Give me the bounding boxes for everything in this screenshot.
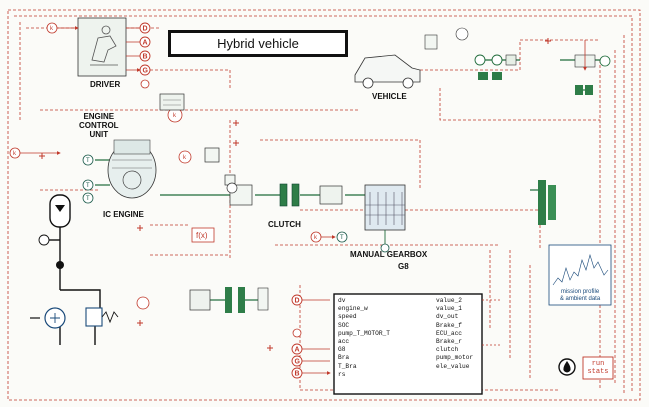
interface-output-port: ECU_acc <box>436 330 473 338</box>
interface-input-port: acc <box>338 338 390 346</box>
interface-input-port: SOC <box>338 322 390 330</box>
interface-output-port: ele_value <box>436 363 473 371</box>
interface-input-port: speed <box>338 313 390 321</box>
interface-output-port: dv_out <box>436 313 473 321</box>
ic-engine-label: IC ENGINE <box>103 210 144 219</box>
diagram-title: Hybrid vehicle <box>168 30 348 57</box>
mission-profile-label: mission profile & ambient data <box>552 289 608 303</box>
svg-text:B: B <box>143 54 148 61</box>
svg-text:D: D <box>295 298 300 305</box>
interface-output-port: value_2 <box>436 297 473 305</box>
vehicle-label: VEHICLE <box>372 92 407 101</box>
svg-text:A: A <box>143 40 148 47</box>
svg-text:T: T <box>340 235 344 241</box>
driver-block[interactable] <box>78 18 126 76</box>
ic-engine-block[interactable] <box>108 140 156 198</box>
interface-signal-tags: D A G B <box>292 295 330 378</box>
svg-text:D: D <box>143 26 148 33</box>
interface-input-port: T_Bra <box>338 363 390 371</box>
svg-text:B: B <box>295 371 300 378</box>
wheel-brake-components <box>475 40 610 225</box>
interface-input-port: Bra <box>338 354 390 362</box>
svg-text:T: T <box>86 158 90 164</box>
interface-output-port: Brake_r <box>436 338 473 346</box>
svg-text:T: T <box>86 183 90 189</box>
interface-output-port: Brake_f <box>436 322 473 330</box>
svg-text:G: G <box>295 359 301 366</box>
driver-signal-tags: D A B G <box>126 23 150 88</box>
interface-output-port: pump_motor <box>436 354 473 362</box>
interface-output-port: value_1 <box>436 305 473 313</box>
interface-input-port: pump_T_MOTOR_T <box>338 330 390 338</box>
ecu-block[interactable] <box>160 94 184 110</box>
interface-input-port: G8 <box>338 346 390 354</box>
fx-block-label: f(x) <box>196 231 208 240</box>
vehicle-block[interactable] <box>355 28 468 88</box>
manual-gearbox-block[interactable] <box>365 185 405 252</box>
run-stats-label: run stats <box>583 360 613 376</box>
svg-text:A: A <box>295 347 300 354</box>
driver-label: DRIVER <box>90 80 120 89</box>
svg-text:G: G <box>143 68 149 75</box>
gearbox-label: MANUAL GEARBOX <box>350 250 427 259</box>
clutch-label: CLUTCH <box>268 220 301 229</box>
interface-input-port: rs <box>338 371 390 379</box>
interface-input-port: engine_w <box>338 305 390 313</box>
g8-label: G8 <box>398 262 409 271</box>
ecu-label: ENGINE CONTROL UNIT <box>79 112 119 139</box>
svg-text:T: T <box>86 196 90 202</box>
interface-input-port: dv <box>338 297 390 305</box>
sensor-boxes <box>205 148 252 205</box>
interface-output-port: clutch <box>436 346 473 354</box>
